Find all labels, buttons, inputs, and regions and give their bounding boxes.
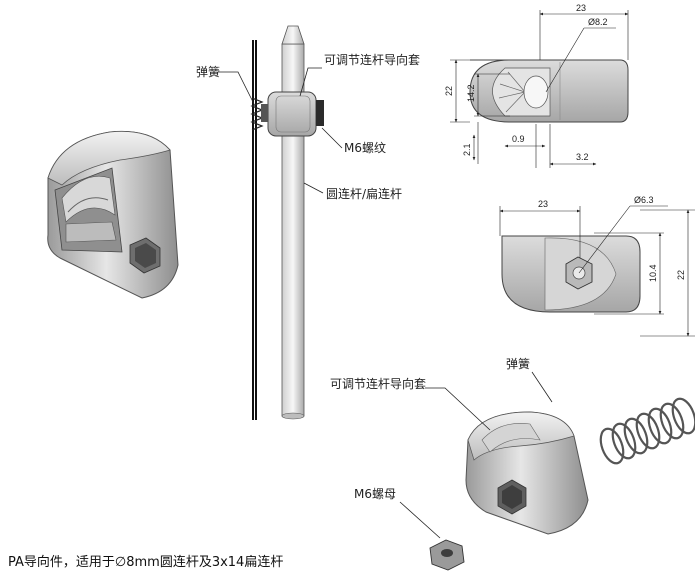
dim-front-width: 23 [538,199,548,209]
drawing-top-view [469,59,629,123]
m6-nut-3d [429,539,465,571]
spring-3d [599,397,695,465]
dim-top-width: 23 [576,3,586,13]
assembly-view [250,25,324,420]
dim-top-height-inner: 14.2 [466,84,476,102]
label-rod-type: 圆连杆/扁连杆 [326,186,402,201]
drawing-front-view [501,235,641,313]
spring-coil [250,97,264,131]
dims-top-view [450,10,629,168]
label-guide-sleeve-bottom: 可调节连杆导向套 [330,376,426,391]
dim-top-thickness: 2.1 [462,143,472,156]
guide-part-3d-left [47,130,179,299]
leaders-middle [218,67,343,194]
dim-front-hex-height: 10.4 [648,264,658,282]
dim-front-height-total: 22 [676,270,686,280]
exploded-view [429,397,695,571]
caption: PA导向件，适用于∅8mm圆连杆及3x14扁连杆 [8,555,284,570]
dim-top-slot-width: 0.9 [512,134,525,144]
label-m6-thread: M6螺纹 [344,141,386,155]
dim-top-diameter: Ø8.2 [588,17,608,27]
dims-front-view [499,205,695,337]
label-m6-nut: M6螺母 [354,487,396,501]
dim-front-diameter: Ø6.3 [634,195,654,205]
m6-nut-side [316,100,324,126]
dim-top-offset: 3.2 [576,152,589,162]
dim-top-height-total: 22 [444,86,454,96]
label-spring-right: 弹簧 [506,356,530,371]
leaders-bottom [399,371,553,539]
label-guide-sleeve-top: 可调节连杆导向套 [324,52,420,67]
guide-sleeve [267,91,317,137]
label-spring-left: 弹簧 [196,64,220,79]
